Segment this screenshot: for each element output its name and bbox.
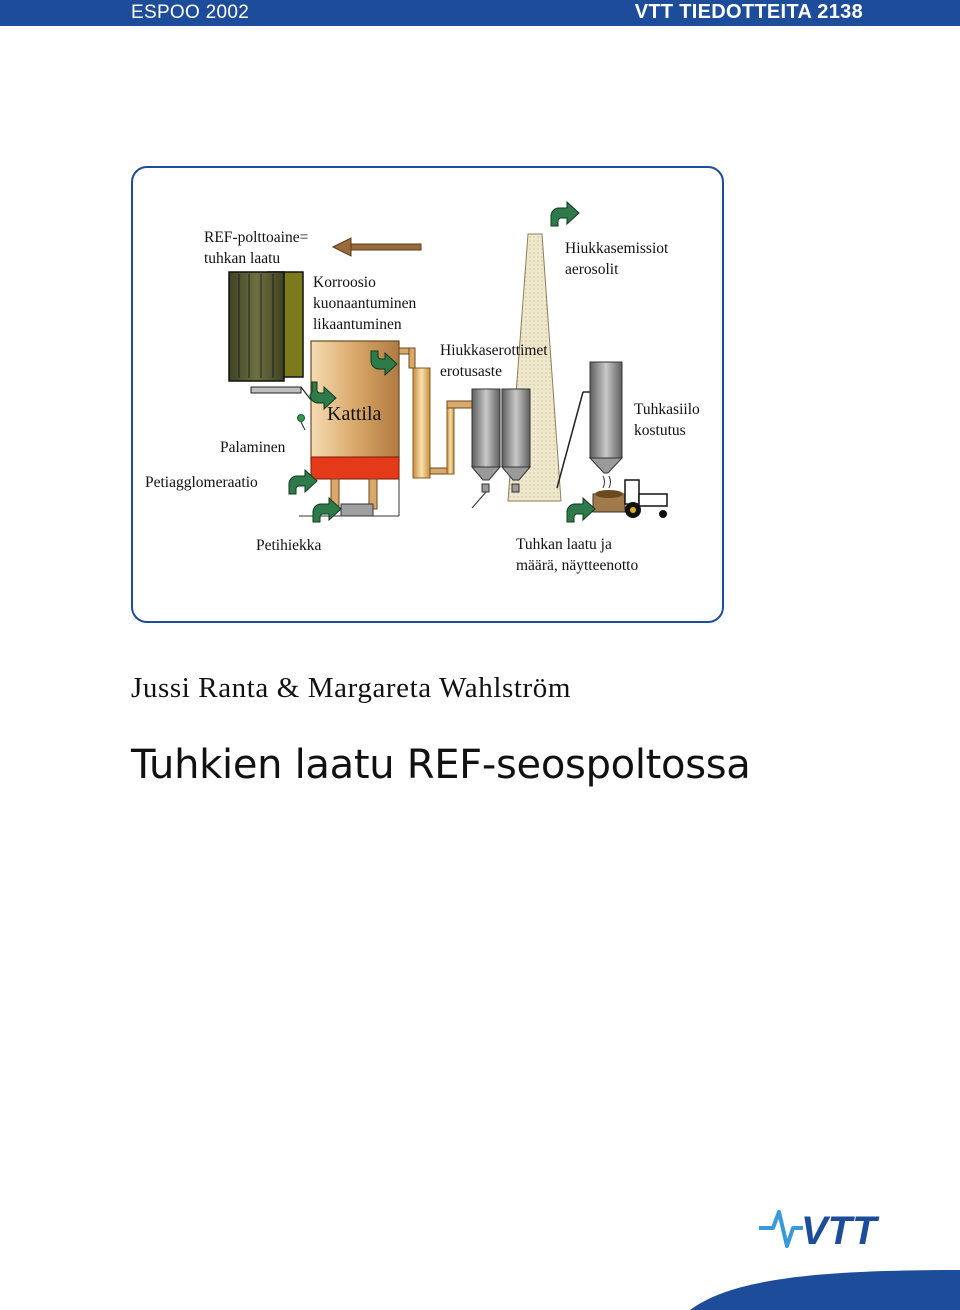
emissions-label-line1: Hiukkasemissiot [565,240,669,257]
ash-silo [556,361,624,489]
agglomeration-arrow-icon [288,468,318,495]
separators-label-line1: Hiukkaserottimet [440,342,548,359]
series-header-bar: ESPOO 2002 VTT TIEDOTTEITA 2138 [0,0,960,26]
emissions-label: Hiukkasemissiot aerosolit [565,238,668,280]
particle-separators [470,388,532,509]
corrosion-label-line3: likaantuminen [313,316,402,333]
combustion-label: Palaminen [220,439,286,456]
ash-quality-label-line2: määrä, näytteenotto [516,557,639,574]
silo-label-line2: kostutus [634,422,686,439]
tractor-icon [592,479,668,518]
series-location: ESPOO 2002 [131,2,250,23]
separators-label-line2: erotusaste [440,363,502,380]
agglomeration-label: Petiagglomeraatio [145,474,258,491]
silo-label-line1: Tuhkasiilo [634,401,700,418]
corner-decoration [690,1270,960,1310]
process-diagram: REF-polttoaine= tuhkan laatu Korroosio k… [131,166,724,623]
ash-quality-label: Tuhkan laatu ja määrä, näytteenotto [516,534,638,576]
ash-quality-label-line1: Tuhkan laatu ja [516,536,612,553]
corrosion-label-line2: kuonaantuminen [313,295,417,312]
fuel-bin [228,271,312,431]
separators-label: Hiukkaserottimet erotusaste [440,340,548,382]
cyclone-pipe [398,347,476,479]
process-diagram-drawing [228,200,668,523]
ref-fuel-label-line1: REF-polttoaine= [204,229,309,246]
emissions-label-line2: aerosolit [565,261,619,278]
bed-sand-arrow-icon [312,496,342,523]
combustion-arrow-icon [309,381,337,411]
vtt-logo-text: VTT [801,1209,880,1253]
corrosion-label: Korroosio kuonaantuminen likaantuminen [313,272,416,335]
boiler-arrow-icon [370,350,398,377]
boiler-label: Kattila [327,403,382,425]
document-title: Tuhkien laatu REF-seospoltossa [131,742,751,788]
series-title: VTT TIEDOTTEITA 2138 [634,1,863,23]
vtt-logo: VTT [759,1209,880,1253]
bed-sand-label: Petihiekka [256,537,322,554]
authors: Jussi Ranta & Margareta Wahlström [131,672,572,704]
ash-arrow-icon [566,496,596,523]
corrosion-arrow-icon [331,237,422,257]
ref-fuel-label-line2: tuhkan laatu [204,250,281,267]
corrosion-label-line1: Korroosio [313,274,376,291]
silo-label: Tuhkasiilo kostutus [634,399,700,441]
emission-arrow-icon [550,200,580,227]
ref-fuel-label: REF-polttoaine= tuhkan laatu [204,227,308,269]
